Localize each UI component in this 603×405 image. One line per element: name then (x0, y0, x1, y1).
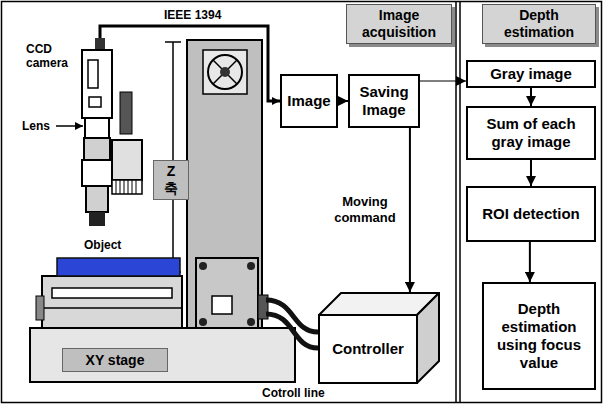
object-sample (57, 258, 180, 276)
leader-line (56, 125, 83, 127)
stage-base (30, 328, 295, 382)
bus-label: IEEE 1394 (164, 8, 221, 22)
camera-window (88, 60, 98, 88)
node-text: Image (286, 92, 332, 110)
panel-divider (455, 2, 457, 403)
part-label: Lens (22, 119, 50, 133)
table-layer (42, 307, 182, 309)
lens-part (82, 160, 112, 186)
camera-connector (95, 38, 105, 50)
part-label: Object (84, 238, 121, 252)
axis-tag: Z 축 (153, 160, 189, 200)
part-label: CCD camera (26, 42, 74, 71)
flow-arrow (529, 242, 531, 282)
process-box: ROI detection (466, 186, 596, 242)
z-column (187, 40, 262, 330)
node-text: Gray image (472, 65, 590, 83)
table-knob (36, 296, 44, 320)
node-text: ROI detection (472, 205, 590, 223)
screw (247, 262, 255, 270)
xy-table (42, 276, 182, 328)
flow-arrow (420, 80, 466, 81)
process-box: Image (280, 74, 338, 128)
fan-housing (203, 50, 247, 94)
controller-box: Controller (318, 292, 440, 384)
panel-divider (459, 2, 461, 403)
z-bracket-tick (165, 41, 181, 43)
flow-arrow (338, 100, 348, 102)
flow-arrow (409, 128, 411, 292)
node-text: XY stage (67, 352, 163, 369)
lens-part (84, 138, 110, 160)
box-side-face (417, 293, 439, 383)
node-text: Controller (322, 340, 414, 358)
process-box: Saving Image (348, 74, 420, 128)
fan-ring (208, 55, 242, 89)
fan-hub (220, 67, 230, 77)
lens-tip (89, 212, 105, 226)
flow-arrow (530, 160, 532, 186)
screw (199, 262, 207, 270)
process-box: Sum of each gray image (466, 106, 596, 160)
node-text: Depth estimation (487, 7, 591, 41)
table-slot (52, 288, 172, 298)
process-box: Gray image (466, 60, 596, 88)
focus-motor (120, 92, 132, 134)
node-text: Saving Image (354, 83, 414, 119)
edge-label: Moving command (328, 193, 402, 226)
box-front-face (319, 315, 417, 383)
motor-box (196, 258, 258, 330)
section-header: Image acquisition (346, 4, 452, 44)
screw (247, 318, 255, 326)
control-cable (266, 314, 318, 348)
camera-body (82, 50, 112, 118)
node-text: Depth estimation using focus value (488, 300, 590, 372)
lens-mount (112, 140, 142, 180)
rack-teeth (116, 180, 136, 194)
stage-tag: XY stage (62, 348, 168, 372)
screw (199, 318, 207, 326)
node-text: Sum of each gray image (472, 115, 590, 151)
node-text: Image acquisition (351, 7, 447, 41)
process-box: Depth estimation using focus value (482, 282, 596, 390)
camera-button (89, 97, 101, 107)
motor-port (212, 296, 232, 314)
wire-label: Cotroll line (262, 386, 325, 400)
box-outline (318, 292, 440, 384)
lens-part (85, 118, 109, 138)
lens-part (86, 186, 108, 212)
flow-arrow (530, 88, 532, 106)
z-bracket (172, 42, 174, 272)
node-text: Z 축 (158, 163, 184, 197)
fan-blades (213, 60, 237, 84)
section-header: Depth estimation (482, 4, 596, 44)
focus-rack (112, 180, 142, 194)
